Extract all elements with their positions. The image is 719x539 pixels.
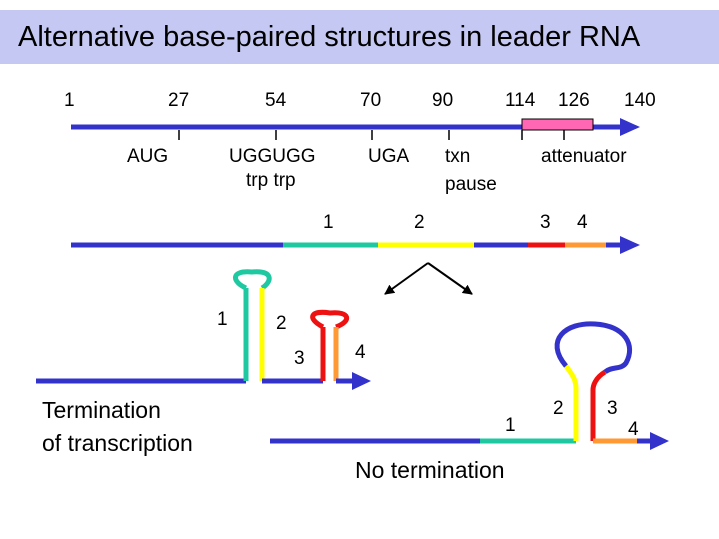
terminator-structure: 1 2 3 4 Termination of transcription [36,269,371,456]
anti-region-label-1: 1 [505,415,516,436]
attenuator-box [521,118,594,131]
region-arrowhead [620,236,640,254]
branch-arrows [384,262,473,295]
termination-label-line2: of transcription [42,430,193,456]
branch-arrow-right [427,262,473,295]
title-bar [0,10,719,64]
term-region-label-2: 2 [276,313,287,334]
aug-label: AUG [127,146,168,167]
no-termination-label: No termination [355,457,505,483]
region-label-2: 2 [414,212,425,233]
termination-label-line1: Termination [42,397,161,423]
page-title: Alternative base-paired structures in le… [18,21,641,53]
term-loop12 [233,269,272,291]
term-region-label-1: 1 [217,309,228,330]
position-114: 114 [505,90,536,111]
region-label-4: 4 [577,212,588,233]
anti-region-label-3: 3 [607,398,618,419]
anti-arrowhead [650,432,669,450]
branch-arrow-left [384,262,429,295]
region-label-1: 1 [323,212,334,233]
anti-stem2-curve [563,364,579,389]
leader-map: 1 27 54 70 90 114 126 140 AUG UGGUGG trp… [64,90,656,195]
antiterminator-structure: 1 2 3 4 No termination [270,321,669,483]
position-90: 90 [432,90,453,111]
trp-label: trp trp [246,170,296,191]
position-126: 126 [558,90,590,111]
position-140: 140 [624,90,656,111]
position-54: 54 [265,90,287,111]
position-70: 70 [360,90,381,111]
anti-stem3-curve [590,369,607,391]
region-label-3: 3 [540,212,551,233]
position-27: 27 [168,90,189,111]
term-region-label-4: 4 [355,342,366,363]
leader-arrowhead [620,118,640,136]
term-loop34 [310,309,349,330]
pause-label: pause [445,174,497,195]
attenuator-label: attenuator [541,146,627,167]
anti-loop [554,321,633,375]
region-map: 1 2 3 4 [71,212,640,254]
position-1: 1 [64,90,75,111]
txn-label: txn [445,146,470,167]
anti-region-label-4: 4 [628,419,639,440]
ugg-codons-label: UGGUGG [229,146,316,167]
term-region-label-3: 3 [294,348,305,369]
uga-label: UGA [368,146,410,167]
anti-region-label-2: 2 [553,398,564,419]
term-arrowhead [352,372,371,390]
